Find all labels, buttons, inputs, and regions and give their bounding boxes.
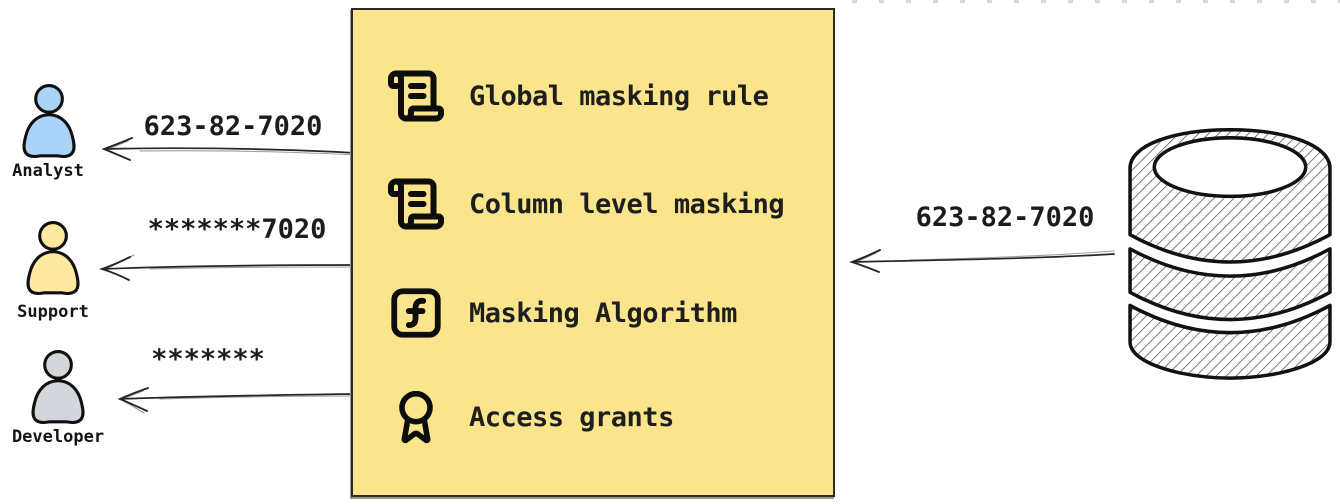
box-row-global-masking-rule: Global masking rule <box>353 64 833 128</box>
analyst-person-icon <box>10 84 86 164</box>
database-middle-band <box>1128 247 1332 322</box>
developer-person-icon <box>19 350 95 430</box>
box-item-label: Access grants <box>469 401 674 433</box>
support-body <box>26 250 80 295</box>
database-value-label: 623-82-7020 <box>915 202 1095 233</box>
box-item-label: Global masking rule <box>469 80 769 112</box>
developer-body <box>31 379 85 424</box>
support-masked-value: *******7020 <box>147 214 327 245</box>
masking-box: Global masking rule Column level masking… <box>351 8 835 497</box>
developer-head <box>43 350 73 380</box>
arrow-to-developer <box>117 387 353 414</box>
award-icon <box>385 384 447 450</box>
arrow-to-support <box>98 254 353 281</box>
developer-masked-value: ******* <box>151 344 265 375</box>
scroll-text-icon <box>385 66 447 126</box>
database-icon <box>1126 124 1334 402</box>
box-item-label: Masking Algorithm <box>469 297 737 329</box>
box-item-label: Column level masking <box>469 188 785 220</box>
box-row-access-grants: Access grants <box>353 385 833 449</box>
scroll-text-icon <box>385 174 447 234</box>
function-square-icon <box>385 284 447 342</box>
analyst-label: Analyst <box>12 161 84 181</box>
analyst-body <box>22 113 76 158</box>
database-bottom-band <box>1128 303 1332 380</box>
top-right-dotted-line <box>852 0 1340 3</box>
arrow-database-to-box <box>849 249 1115 273</box>
database-top-opening <box>1152 136 1308 199</box>
support-head <box>38 221 68 251</box>
box-row-column-level-masking: Column level masking <box>353 172 833 236</box>
support-label: Support <box>17 302 89 322</box>
support-person-icon <box>14 221 90 301</box>
developer-label: Developer <box>11 427 105 447</box>
box-row-masking-algorithm: Masking Algorithm <box>353 281 833 345</box>
analyst-head <box>34 84 64 114</box>
analyst-masked-value: 623-82-7020 <box>143 111 323 142</box>
